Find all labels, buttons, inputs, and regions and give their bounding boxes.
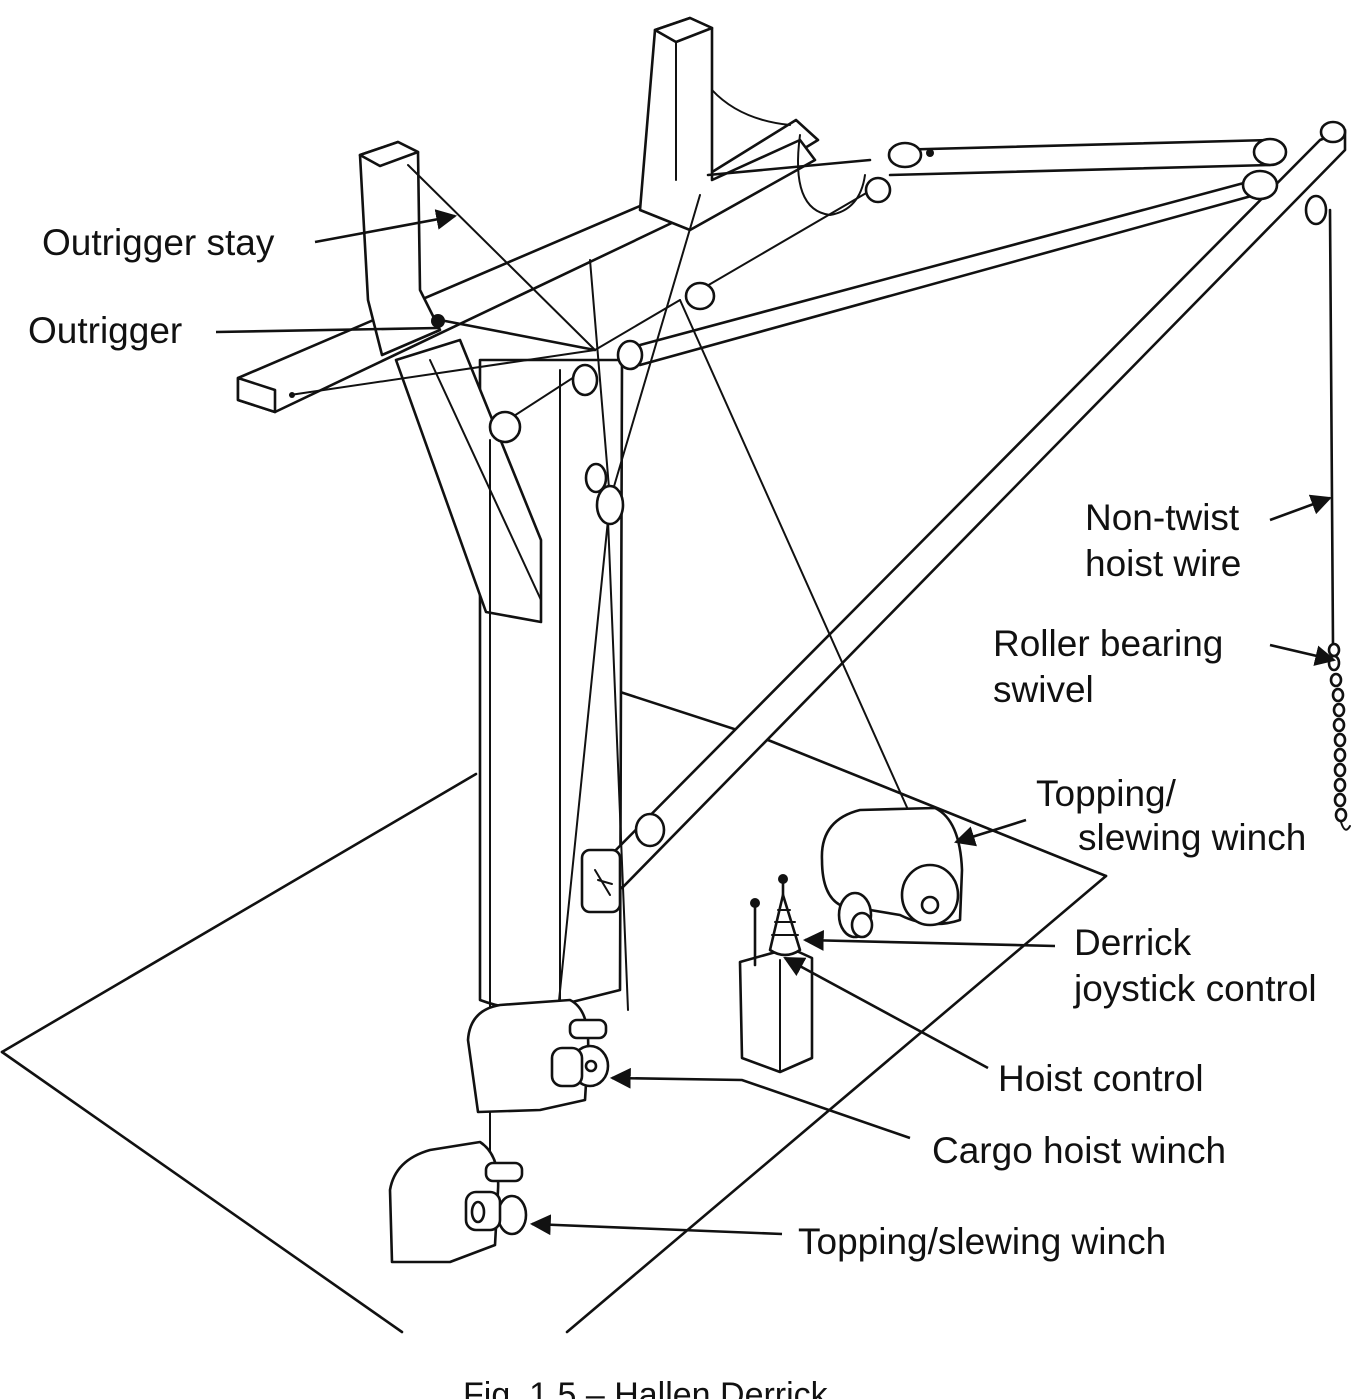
lower-topping-winch-arrow [529, 1214, 783, 1236]
outrigger-beam [236, 16, 820, 414]
cargo-hoist-winch [466, 998, 610, 1114]
label-lower-winch: Topping/slewing winch [798, 1221, 1166, 1262]
label-outrigger-stay: Outrigger stay [42, 222, 275, 263]
swivel-arrow [1269, 643, 1337, 666]
figure-caption: Fig. 1.5 – Hallen Derrick [463, 1376, 829, 1399]
sheaves [289, 137, 1328, 848]
label-swivel-2: swivel [993, 669, 1094, 710]
label-upper-winch-1: Topping/ [1036, 773, 1177, 814]
labels: Outrigger stay Outrigger Non-twist hoist… [28, 222, 1317, 1262]
label-hoist-wire-2: hoist wire [1085, 543, 1241, 584]
hoist-control-arrow [783, 956, 989, 1070]
joystick-arrow [802, 930, 1056, 951]
lower-topping-winch [388, 1140, 528, 1264]
outrigger-leader [215, 326, 439, 334]
rigging-wires [289, 134, 1272, 1201]
label-swivel-1: Roller bearing [993, 623, 1223, 664]
label-joystick-1: Derrick [1074, 922, 1192, 963]
label-cargo-hoist-winch: Cargo hoist winch [932, 1130, 1226, 1171]
cargo-hoist-arrow [609, 1067, 911, 1140]
upper-topping-winch [820, 806, 964, 939]
label-hoist-wire-1: Non-twist [1085, 497, 1240, 538]
label-hoist-control: Hoist control [998, 1058, 1204, 1099]
upper-topping-winch-arrow [954, 818, 1027, 847]
label-outrigger: Outrigger [28, 310, 182, 351]
label-upper-winch-2: slewing winch [1078, 817, 1306, 858]
deck-outline [0, 688, 1108, 1334]
derrick-boom [580, 120, 1347, 914]
leader-arrows [215, 209, 1337, 1236]
joystick-console [738, 874, 814, 1074]
hoist-wire-and-swivel [1327, 208, 1351, 831]
left-stay-leg [394, 338, 543, 624]
outrigger-stay-arrow [314, 209, 458, 244]
hoist-wire-arrow [1269, 494, 1332, 522]
label-joystick-2: joystick control [1073, 968, 1317, 1009]
